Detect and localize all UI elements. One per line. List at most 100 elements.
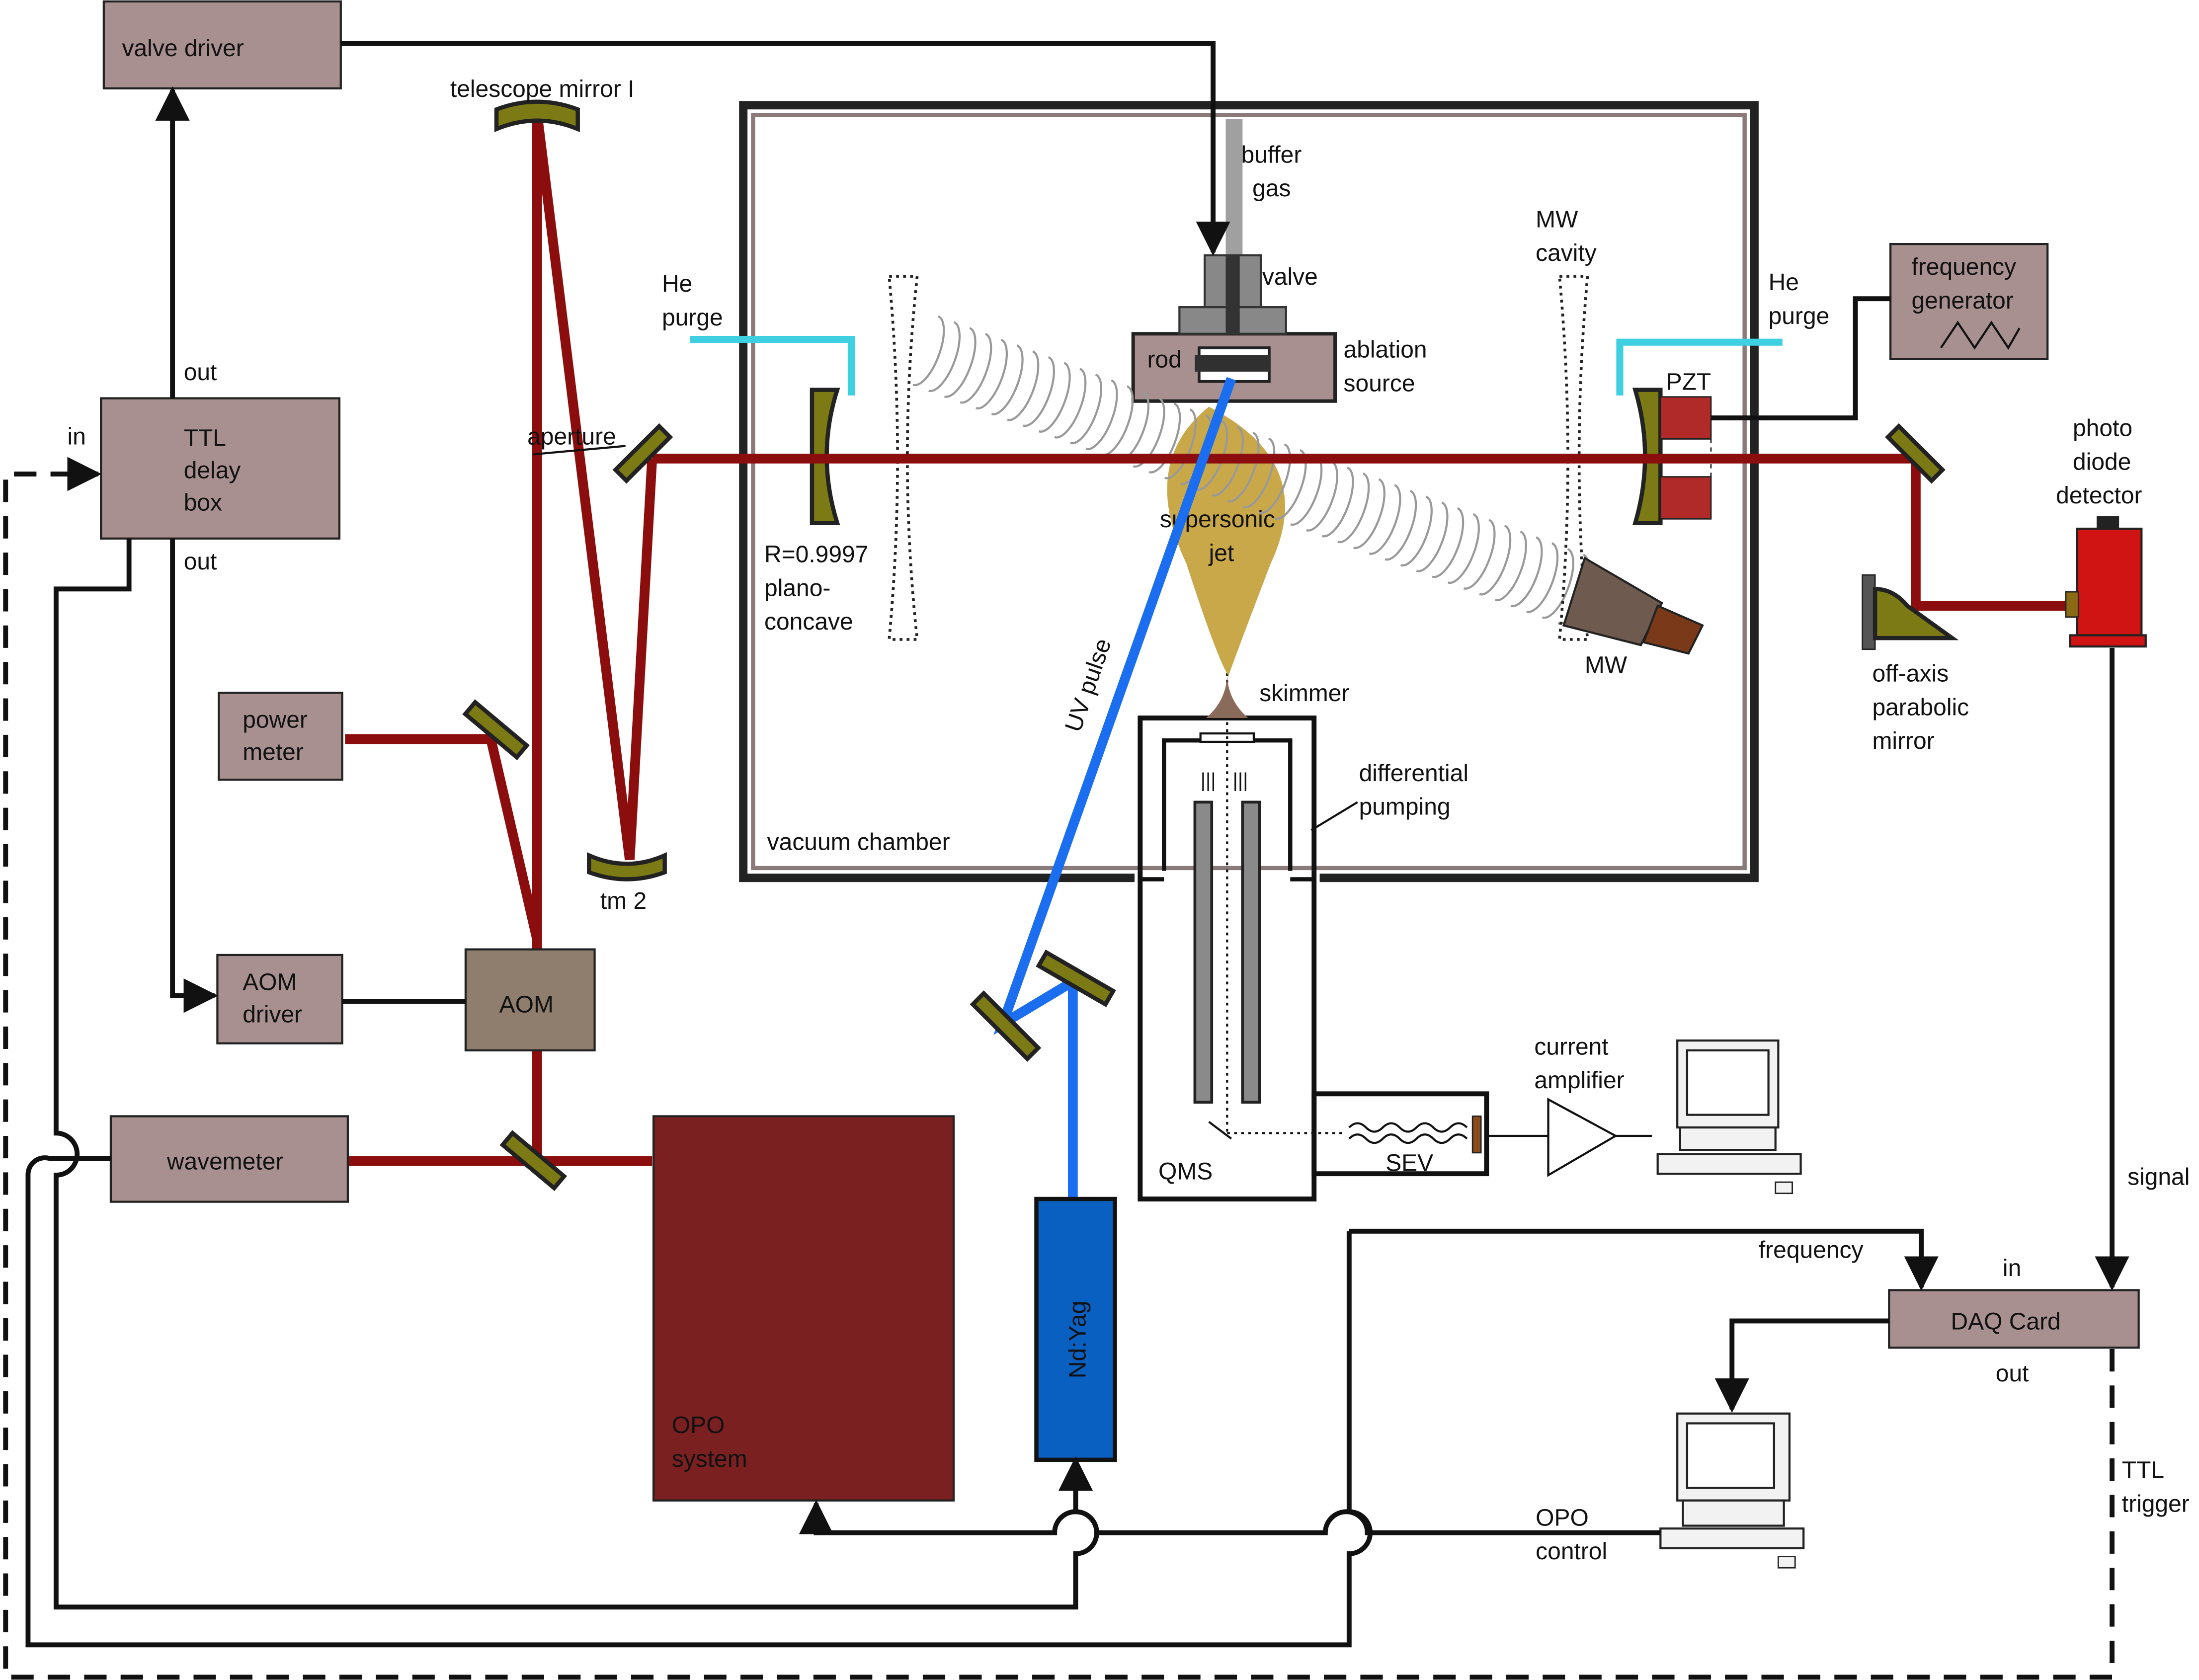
telescope-mirror-label: telescope mirror I xyxy=(450,76,635,102)
he-purge-left xyxy=(690,335,855,396)
mw-wavefront-arc xyxy=(1463,519,1496,590)
ttl-trigger-line1: TTL xyxy=(2122,1457,2164,1484)
ttl-delay-line2: delay xyxy=(184,457,241,483)
power-meter-line2: meter xyxy=(243,739,304,766)
opo-system-box: OPO system xyxy=(652,1115,955,1502)
power-meter-box: power meter xyxy=(218,692,343,781)
mw-label: MW xyxy=(1585,652,1628,679)
wavemeter-label: wavemeter xyxy=(166,1149,284,1175)
aom-driver-box: AOM driver xyxy=(216,954,343,1044)
photo-diode-line2: diode xyxy=(2073,449,2131,475)
valve-driver-label: valve driver xyxy=(122,35,244,62)
frequency-generator-box: frequency generator xyxy=(1889,243,2049,360)
fold-mirror-wavemeter xyxy=(499,1130,568,1192)
ttl-delay-line1: TTL xyxy=(184,425,226,451)
mw-wavefront-arc xyxy=(1038,362,1071,433)
qms-housing: ||| ||| QMS differential pumping xyxy=(1135,631,1468,1201)
qms-rod-right xyxy=(1241,800,1261,1104)
sev-detector: SEV xyxy=(1311,1091,1489,1177)
mw-wavefront-arc xyxy=(1054,368,1087,439)
valve-label: valve xyxy=(1262,264,1318,290)
telescope-mirror-1 xyxy=(494,99,580,133)
daq-card-box: DAQ Card in out xyxy=(1888,1255,2140,1387)
skimmer-label: skimmer xyxy=(1259,680,1349,707)
ttl-delay-line3: box xyxy=(184,489,222,516)
he-purge-left-line2: purge xyxy=(662,305,723,331)
mw-wavefront-arc xyxy=(1369,484,1401,555)
mw-wavefront-arc xyxy=(976,338,1008,409)
valve-driver-box: valve driver xyxy=(102,0,342,89)
frequency-generator-line2: generator xyxy=(1911,288,2013,314)
computer-icon-daq xyxy=(1659,1412,1805,1569)
mw-wavefront-arc xyxy=(1432,507,1465,578)
mw-wavefront-arc xyxy=(1085,379,1118,450)
mw-wavefront-arc xyxy=(1479,525,1512,596)
mw-wavefront-arc xyxy=(1227,431,1260,503)
mw-wavefront-arc xyxy=(1258,443,1291,514)
frequency-generator-line1: frequency xyxy=(1911,254,2016,280)
opo-control-line1: OPO xyxy=(1536,1505,1589,1531)
ttl-in-label: in xyxy=(67,424,85,450)
he-purge-right-line1: He xyxy=(1769,269,1799,296)
nd-yag-label: Nd:Yag xyxy=(1064,1301,1091,1378)
mw-wavefront-arc xyxy=(1070,373,1102,445)
aom-label: AOM xyxy=(499,992,554,1018)
mw-wavefront-arc xyxy=(1305,461,1338,532)
mw-wavefront-arc xyxy=(1164,408,1197,480)
signal-label: signal xyxy=(2127,1164,2190,1191)
svg-text:|||: ||| xyxy=(1201,769,1216,791)
off-axis-line1: off-axis xyxy=(1872,661,1949,687)
opo-system-line2: system xyxy=(672,1446,747,1472)
mw-wavefront-arc xyxy=(1400,495,1433,566)
aperture-label: aperture xyxy=(527,424,616,450)
frequency-label: frequency xyxy=(1759,1237,1864,1263)
signal-wiring: signal frequency TTL trigger OPO control xyxy=(3,41,2190,1680)
tm2-label: tm 2 xyxy=(600,888,647,914)
mw-radiation xyxy=(912,315,1590,625)
mw-wavefront-arc xyxy=(960,332,992,404)
mw-wavefront-arc xyxy=(1148,402,1181,474)
mirror-spec-line2: plano- xyxy=(764,575,830,601)
aom-driver-line2: driver xyxy=(243,1001,302,1028)
sev-label: SEV xyxy=(1385,1150,1433,1177)
fold-mirror-output xyxy=(1885,423,1946,484)
ttl-out-bottom-label: out xyxy=(184,549,217,575)
photo-diode-line1: photo xyxy=(2073,415,2132,442)
mirror-spec-line3: concave xyxy=(764,609,853,635)
ttl-out-top-label: out xyxy=(184,359,217,386)
vacuum-chamber-label: vacuum chamber xyxy=(767,829,950,855)
differential-pumping-line1: differential xyxy=(1359,760,1468,787)
qms-label: QMS xyxy=(1158,1158,1213,1185)
photo-diode-line3: detector xyxy=(2056,482,2142,509)
svg-text:|||: ||| xyxy=(1233,769,1248,791)
he-purge-left-line1: He xyxy=(662,271,692,297)
mw-wavefront-arc xyxy=(1494,530,1527,602)
qms-rod-left xyxy=(1193,800,1214,1104)
nd-yag-box: Nd:Yag xyxy=(1034,1197,1117,1462)
ablation-source-line2: source xyxy=(1344,370,1415,397)
opo-control-line2: control xyxy=(1536,1538,1607,1565)
mw-cavity-line1: MW xyxy=(1536,206,1578,233)
mw-wavefront-arc xyxy=(1542,548,1574,619)
mw-wavefront-arc xyxy=(1353,478,1385,549)
mw-wavefront-arc xyxy=(912,315,945,387)
fold-mirror-power xyxy=(462,699,530,761)
supersonic-jet-line2: jet xyxy=(1208,540,1234,566)
differential-pumping-line2: pumping xyxy=(1359,794,1451,820)
ablation-source: rod ablation source xyxy=(1131,332,1427,403)
buffer-gas-line1: buffer xyxy=(1241,142,1302,168)
mw-wavefront-arc xyxy=(1447,513,1480,584)
uv-mirror-1 xyxy=(970,990,1042,1062)
computer-icon-qms xyxy=(1656,1039,1802,1195)
laser-beam-path xyxy=(345,113,2070,1166)
daq-out-label: out xyxy=(1996,1360,2029,1387)
mw-wavefront-arc xyxy=(928,321,961,392)
off-axis-parabolic-mirror: off-axis parabolic mirror xyxy=(1862,574,1969,754)
mw-horn: MW xyxy=(1562,557,1704,679)
wavemeter-box: wavemeter xyxy=(109,1115,349,1203)
sawtooth-icon xyxy=(1940,320,2021,350)
skimmer-cone xyxy=(1206,676,1248,718)
uv-beam-path xyxy=(993,377,1236,1199)
daq-in-label: in xyxy=(2003,1255,2021,1281)
mw-wavefront-arc xyxy=(1416,501,1449,572)
